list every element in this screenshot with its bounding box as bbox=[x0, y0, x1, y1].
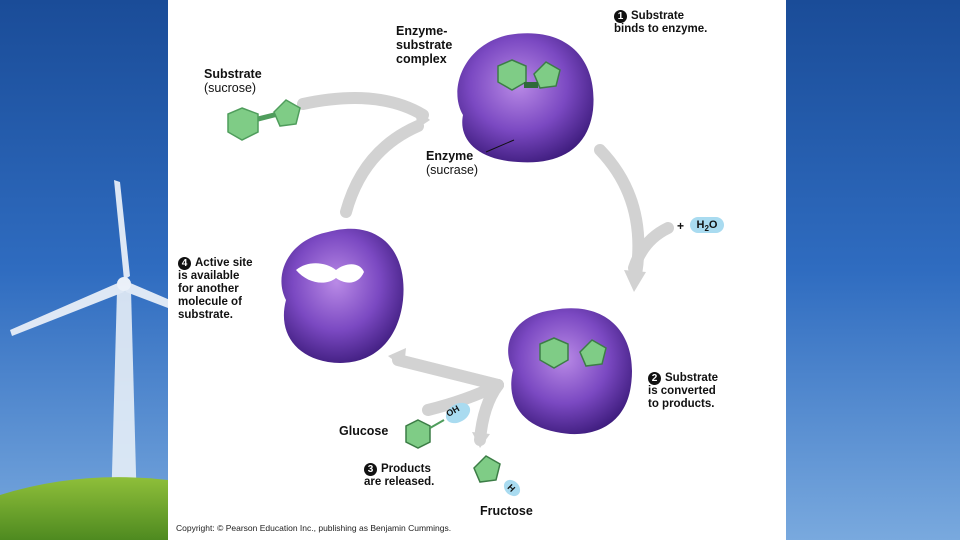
diagram-panel: Substrate (sucrose) Enzyme- substrate co… bbox=[168, 0, 786, 540]
plus-sign: + bbox=[677, 219, 685, 233]
arrowhead-fructose bbox=[472, 432, 490, 448]
enzyme-with-products bbox=[508, 308, 633, 435]
enzyme-pointer-line bbox=[485, 139, 515, 153]
enzyme-active-site-empty bbox=[281, 228, 404, 363]
wind-turbine-icon bbox=[10, 180, 170, 510]
arrow-substrate-to-complex bbox=[297, 92, 429, 121]
substrate-label: Substrate (sucrose) bbox=[204, 67, 262, 95]
enzyme-substrate-complex bbox=[457, 33, 594, 163]
fructose-icon bbox=[473, 455, 521, 497]
copyright-text: Copyright: © Pearson Education Inc., pub… bbox=[176, 523, 452, 533]
arrow-products-to-active-site bbox=[392, 354, 504, 391]
enzyme-cycle-diagram bbox=[227, 33, 674, 497]
glucose-icon bbox=[405, 402, 471, 449]
h-group-icon bbox=[503, 479, 521, 497]
arrow-active-site-to-complex bbox=[340, 120, 424, 218]
arrowhead-active-site bbox=[388, 348, 406, 368]
glucose-label: Glucose bbox=[339, 424, 389, 438]
enzyme-substrate-complex-label: Enzyme- substrate complex bbox=[396, 24, 453, 66]
oh-group-icon bbox=[445, 402, 471, 424]
water-molecule-badge: H2O bbox=[690, 217, 724, 233]
enzyme-label: Enzyme (sucrase) bbox=[426, 149, 479, 177]
arrowhead-complex bbox=[414, 106, 430, 128]
substrate-sucrose-icon bbox=[227, 99, 301, 141]
cycle-arrows bbox=[297, 92, 674, 446]
arrow-water-to-products bbox=[628, 222, 674, 274]
arrowhead-products bbox=[624, 270, 646, 292]
fructose-label: Fructose bbox=[480, 504, 533, 518]
